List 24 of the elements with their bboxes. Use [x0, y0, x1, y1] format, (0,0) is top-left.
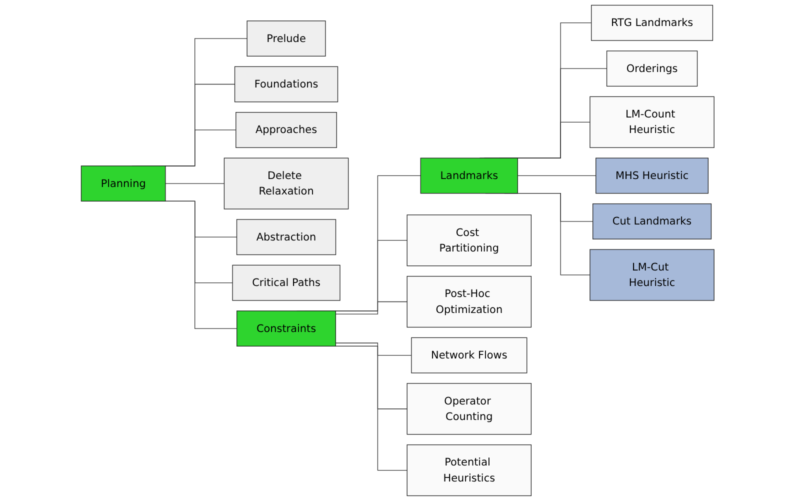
- node-box: Cut Landmarks: [592, 203, 712, 240]
- node-box: Potential Heuristics: [406, 444, 532, 496]
- node-box: Landmarks: [420, 158, 518, 194]
- connector: [335, 301, 408, 314]
- node-box: Network Flows: [410, 337, 528, 374]
- node-box: Abstraction: [236, 219, 336, 256]
- node-box: Post-Hoc Optimization: [406, 276, 532, 328]
- node-box: RTG Landmarks: [590, 4, 713, 41]
- node-box: Constraints: [236, 310, 336, 347]
- connector: [335, 342, 412, 356]
- node-box: Planning: [80, 166, 166, 202]
- node-box: Orderings: [606, 50, 698, 87]
- node-box: Foundations: [234, 66, 338, 102]
- node-box: LM-Cut Heuristic: [590, 249, 714, 301]
- node-box: LM-Count Heuristic: [590, 96, 714, 148]
- connector: [517, 175, 596, 176]
- node-box: Critical Paths: [232, 264, 340, 301]
- connector: [164, 183, 224, 184]
- node-box: Approaches: [235, 112, 337, 148]
- node-box: Cost Partitioning: [406, 214, 532, 266]
- node-box: Prelude: [246, 20, 326, 57]
- node-box: Delete Relaxation: [224, 158, 348, 210]
- node-box: Operator Counting: [406, 383, 532, 435]
- node-box: MHS Heuristic: [595, 158, 708, 194]
